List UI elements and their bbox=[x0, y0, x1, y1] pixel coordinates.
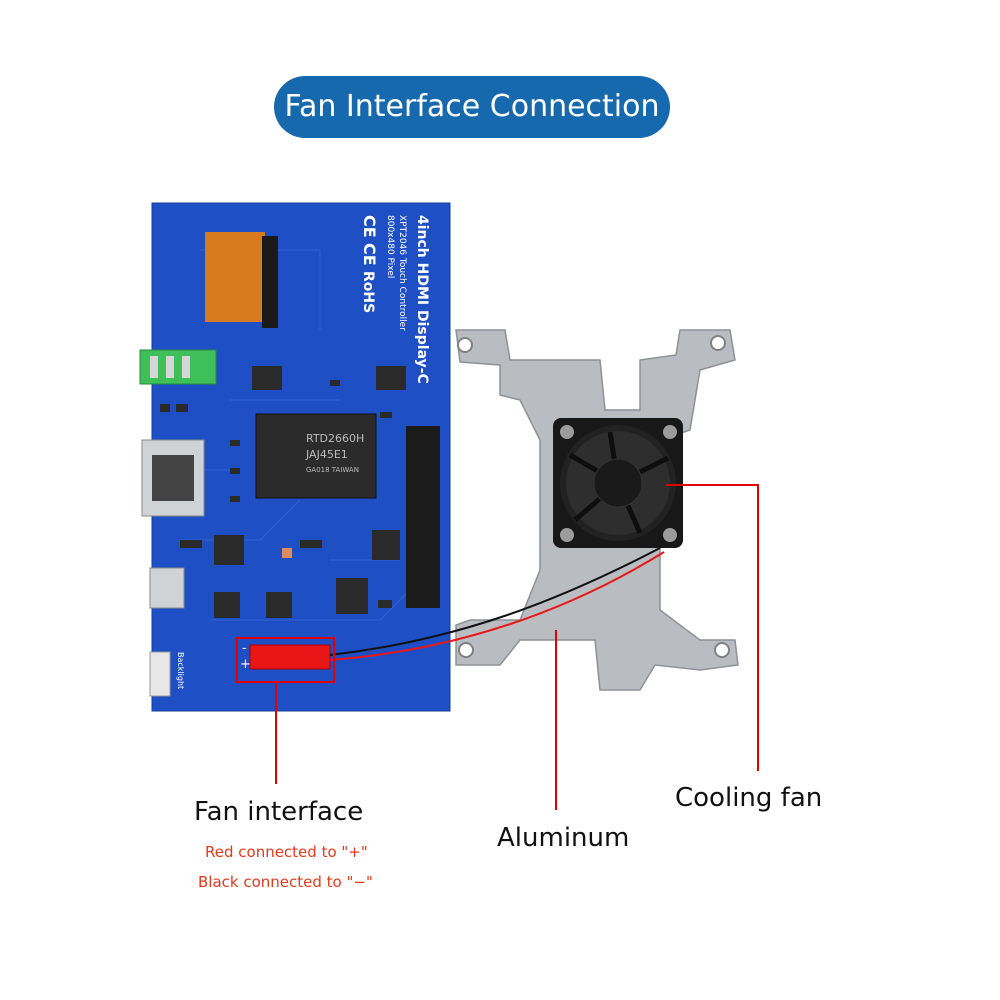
chip-label-1: RTD2660H bbox=[306, 432, 364, 445]
backlight-label: Backlight bbox=[176, 652, 185, 689]
callouts bbox=[236, 484, 759, 810]
cooling-fan-label: Cooling fan bbox=[675, 783, 823, 813]
rohs-mark: RoHS bbox=[360, 271, 376, 313]
aluminum-label: Aluminum bbox=[497, 823, 630, 853]
plus-marker: + bbox=[240, 657, 251, 672]
ce-mark-2: CE bbox=[360, 243, 379, 266]
display-board: 4inch HDMI Display-C XPT2046 Touch Contr… bbox=[139, 202, 451, 712]
fan-interface-label: Fan interface bbox=[194, 797, 364, 827]
board-name: 4inch HDMI Display-C bbox=[414, 215, 430, 384]
red-wire-note: Red connected to "+" bbox=[205, 843, 368, 861]
chip-label-3: GA018 TAIWAN bbox=[306, 466, 359, 474]
title-banner: Fan Interface Connection bbox=[274, 76, 670, 138]
ce-mark: CE bbox=[360, 215, 379, 238]
cooling-fan-leader bbox=[666, 484, 759, 771]
chip-label-2: JAJ45E1 bbox=[305, 448, 348, 461]
black-wire-note: Black connected to "−" bbox=[198, 873, 373, 891]
minus-marker: - bbox=[242, 641, 247, 656]
cooling-fan bbox=[553, 418, 683, 548]
board-resolution: 800x480 Pixel bbox=[385, 215, 395, 278]
fan-wires bbox=[329, 547, 665, 661]
fan-interface-highlight bbox=[236, 637, 335, 683]
board-controller: XPT2046 Touch Controller bbox=[397, 215, 407, 331]
